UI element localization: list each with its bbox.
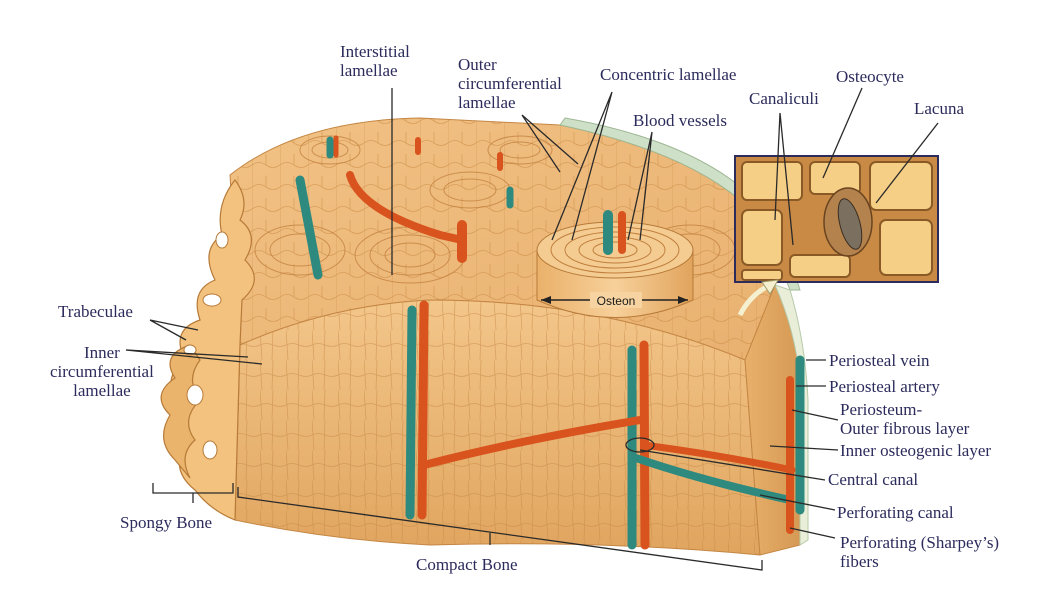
label-inner-osteogenic-layer: Inner osteogenic layer <box>840 441 992 460</box>
label-lacuna: Lacuna <box>914 99 965 118</box>
label-inner-circumferential-lamellae: Inner circumferential lamellae <box>50 343 154 400</box>
label-blood-vessels: Blood vessels <box>633 111 727 130</box>
osteocyte-inset <box>734 155 939 283</box>
label-compact-bone: Compact Bone <box>416 555 518 574</box>
label-perforating-canal: Perforating canal <box>837 503 954 522</box>
label-central-canal: Central canal <box>828 470 919 489</box>
label-sharpeys-fibers: Perforating (Sharpey’s) fibers <box>840 533 1000 571</box>
label-periosteal-vein: Periosteal vein <box>829 351 930 370</box>
label-trabeculae: Trabeculae <box>58 302 133 321</box>
label-spongy-bone: Spongy Bone <box>120 513 213 532</box>
leader-lines <box>125 87 939 571</box>
label-outer-circumferential-lamellae: Outer circumferential lamellae <box>458 55 562 112</box>
label-periosteum-outer-fibrous-layer: Periosteum- Outer fibrous layer <box>840 400 970 438</box>
label-canaliculi: Canaliculi <box>749 89 819 108</box>
label-interstitial-lamellae: Interstitial lamellae <box>340 42 410 80</box>
osteon-cylinder <box>536 210 694 318</box>
label-periosteal-artery: Periosteal artery <box>829 377 940 396</box>
label-osteocyte: Osteocyte <box>836 67 904 86</box>
spongy-bone-trabeculae <box>160 179 255 521</box>
blood-vessel-network <box>295 135 805 550</box>
label-concentric-lamellae: Concentric lamellae <box>600 65 737 84</box>
osteon-label: Osteon <box>597 294 636 308</box>
